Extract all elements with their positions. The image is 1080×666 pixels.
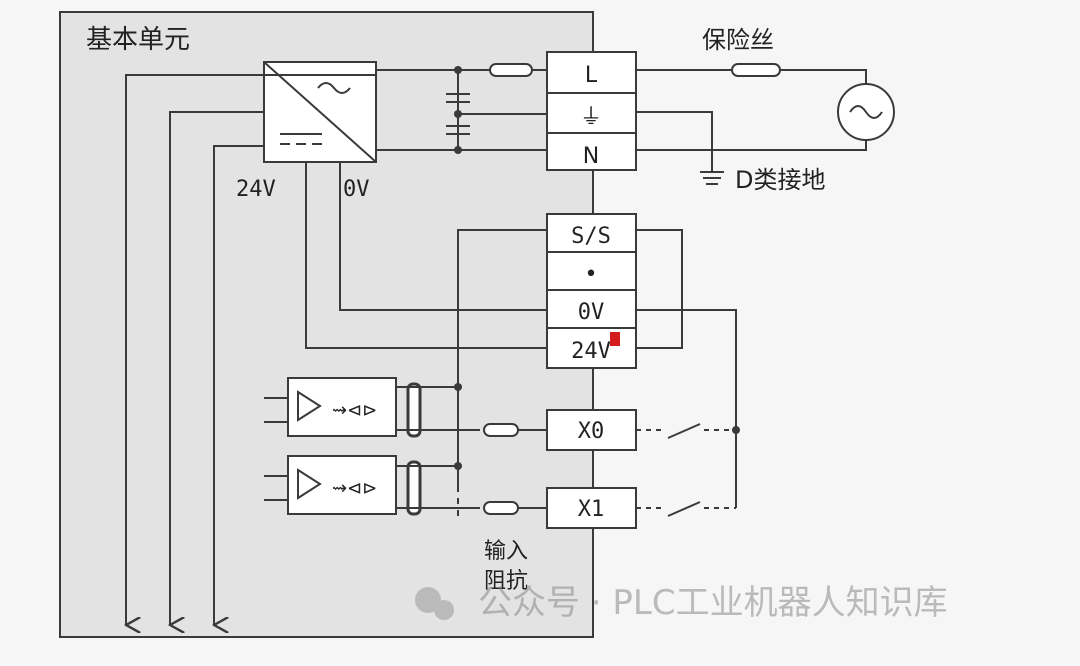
terminal-dot: • bbox=[585, 262, 598, 287]
psu-24v-label: 24V bbox=[236, 177, 276, 202]
terminal-block-power bbox=[546, 51, 637, 171]
external-fuse bbox=[731, 63, 781, 77]
ground-label: D类接地 bbox=[735, 166, 825, 194]
optocoupler-x1: ⇝⊲⊳ bbox=[287, 455, 422, 516]
terminal-ground: ⏚ bbox=[580, 105, 602, 130]
optocoupler-x0: ⇝⊲⊳ bbox=[287, 377, 422, 438]
watermark: 公众号 · PLC工业机器人知识库 bbox=[415, 583, 948, 623]
terminal-24v: 24V bbox=[571, 339, 611, 364]
switch-x0 bbox=[636, 423, 736, 439]
input-resistor-x0 bbox=[483, 423, 519, 437]
svg-text:⇝⊲⊳: ⇝⊲⊳ bbox=[332, 400, 377, 421]
terminal-l: L bbox=[585, 63, 598, 88]
switch-x1 bbox=[636, 501, 736, 517]
terminal-x1: X1 bbox=[578, 497, 605, 522]
input-resistor-label-1: 输入 bbox=[484, 539, 528, 564]
terminal-0v: 0V bbox=[578, 300, 605, 325]
watermark-text: 公众号 · PLC工业机器人知识库 bbox=[478, 583, 948, 623]
wechat-icon bbox=[415, 587, 441, 613]
internal-fuse bbox=[489, 63, 533, 77]
psu-0v-label: 0V bbox=[343, 177, 370, 202]
svg-text:⇝⊲⊳: ⇝⊲⊳ bbox=[332, 478, 377, 499]
red-marker bbox=[610, 332, 620, 346]
ac-sine-symbol bbox=[317, 82, 351, 94]
base-unit-title: 基本单元 bbox=[86, 25, 190, 55]
input-resistor-x1 bbox=[483, 501, 519, 515]
terminal-n: N bbox=[583, 144, 599, 169]
terminal-block-io-power bbox=[546, 213, 637, 369]
fuse-label: 保险丝 bbox=[702, 26, 774, 54]
terminal-ss: S/S bbox=[571, 224, 611, 249]
ac-source-sine-icon bbox=[849, 105, 883, 119]
input-resistor-label-2: 阻抗 bbox=[484, 569, 528, 594]
power-supply-module bbox=[263, 61, 377, 163]
terminal-x0: X0 bbox=[578, 419, 605, 444]
